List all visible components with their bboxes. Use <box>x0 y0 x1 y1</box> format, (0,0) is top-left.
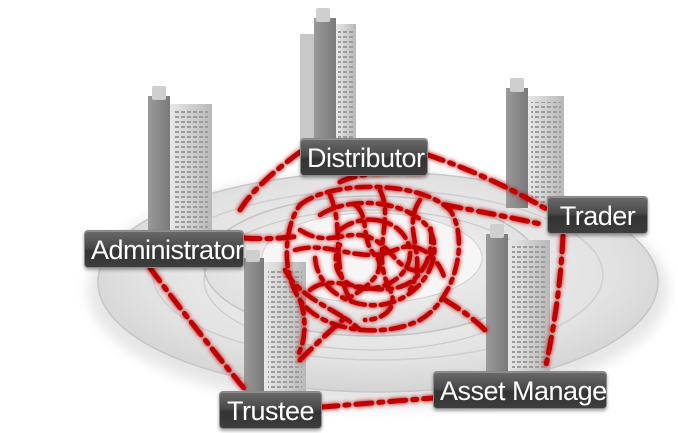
connection-hub-trustee <box>297 315 348 363</box>
connection-trustee-asset-manager <box>319 395 436 410</box>
building-administrator <box>148 86 212 236</box>
building-trader <box>506 78 564 208</box>
connection-distributor-administrator <box>237 149 303 213</box>
building-asset-manager <box>486 224 550 378</box>
node-label-trustee: Trustee <box>219 391 322 429</box>
node-label-asset-manager: Asset Manager <box>433 371 616 409</box>
connection-hub-asset-manager <box>442 297 488 333</box>
connection-hub-trader <box>442 202 548 228</box>
connection-hub-administrator <box>241 233 303 242</box>
node-label-administrator: Administrator <box>84 230 244 268</box>
connection-tangle <box>282 184 462 358</box>
connection-administrator-trustee <box>147 265 250 395</box>
building-trustee <box>244 250 306 396</box>
connection-distributor-trader <box>425 152 551 213</box>
building-distributor <box>300 8 356 140</box>
node-label-trader: Trader <box>547 196 648 234</box>
connection-trader-asset-manager <box>542 233 566 373</box>
node-label-distributor: Distributor <box>300 138 428 176</box>
